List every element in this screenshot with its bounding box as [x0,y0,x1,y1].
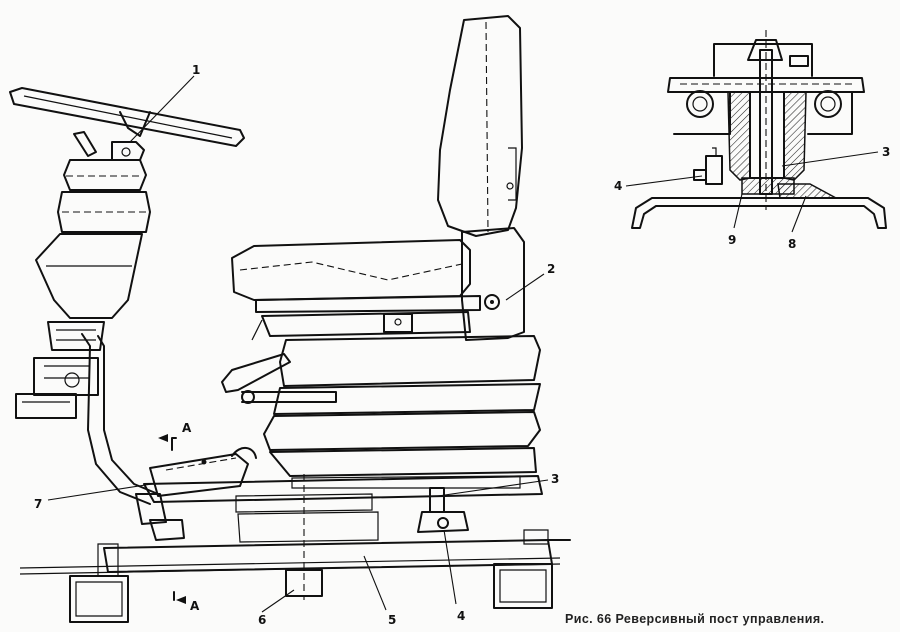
base-plate [135,475,543,543]
seat-slide-frame [251,311,471,341]
seat-side-bracket [461,227,525,341]
callout-6: 6 [258,613,266,627]
detail-rollers [673,90,853,135]
seat-suspension-bellows [263,335,541,489]
leader-lines-detail [625,151,879,233]
seat-cushion [231,239,481,313]
detail-top-handle [713,39,813,77]
pivot-shaft [285,474,323,600]
callout-3: 3 [551,472,559,486]
support-legs [69,563,553,623]
detail-housing [727,91,807,195]
seat-backrest [437,15,523,237]
callout-4: 4 [457,609,465,623]
detail-top-plate [667,77,865,93]
bearing-bracket [417,487,469,533]
callout-9: 9 [728,233,736,247]
reverse-mechanism [149,447,257,497]
steering-wheel [9,87,245,147]
floor-section [19,557,561,575]
section-mark-a-bottom: A [190,599,200,613]
column-support-arm [81,333,159,505]
callout-3-detail: 3 [882,145,890,159]
detail-side-bracket [693,147,723,185]
frame-rail [97,529,571,577]
callout-2: 2 [547,262,555,276]
leader-lines-main [47,75,549,613]
callout-4-detail: 4 [614,179,622,193]
figure-caption: Рис. 66 Реверсивный пост управления. [565,612,825,626]
seat-adjust-lever [221,353,337,404]
section-line-a-top [158,434,177,451]
detail-base-plate [631,197,887,229]
callout-8: 8 [788,237,796,251]
detail-base-wedge [777,183,837,199]
callout-7: 7 [34,497,42,511]
callout-1: 1 [192,63,200,77]
section-line-a-bottom [173,591,186,604]
detail-vertical-shaft [759,30,773,210]
steering-column [15,131,151,419]
section-mark-a-top: A [182,421,192,435]
callout-5: 5 [388,613,396,627]
